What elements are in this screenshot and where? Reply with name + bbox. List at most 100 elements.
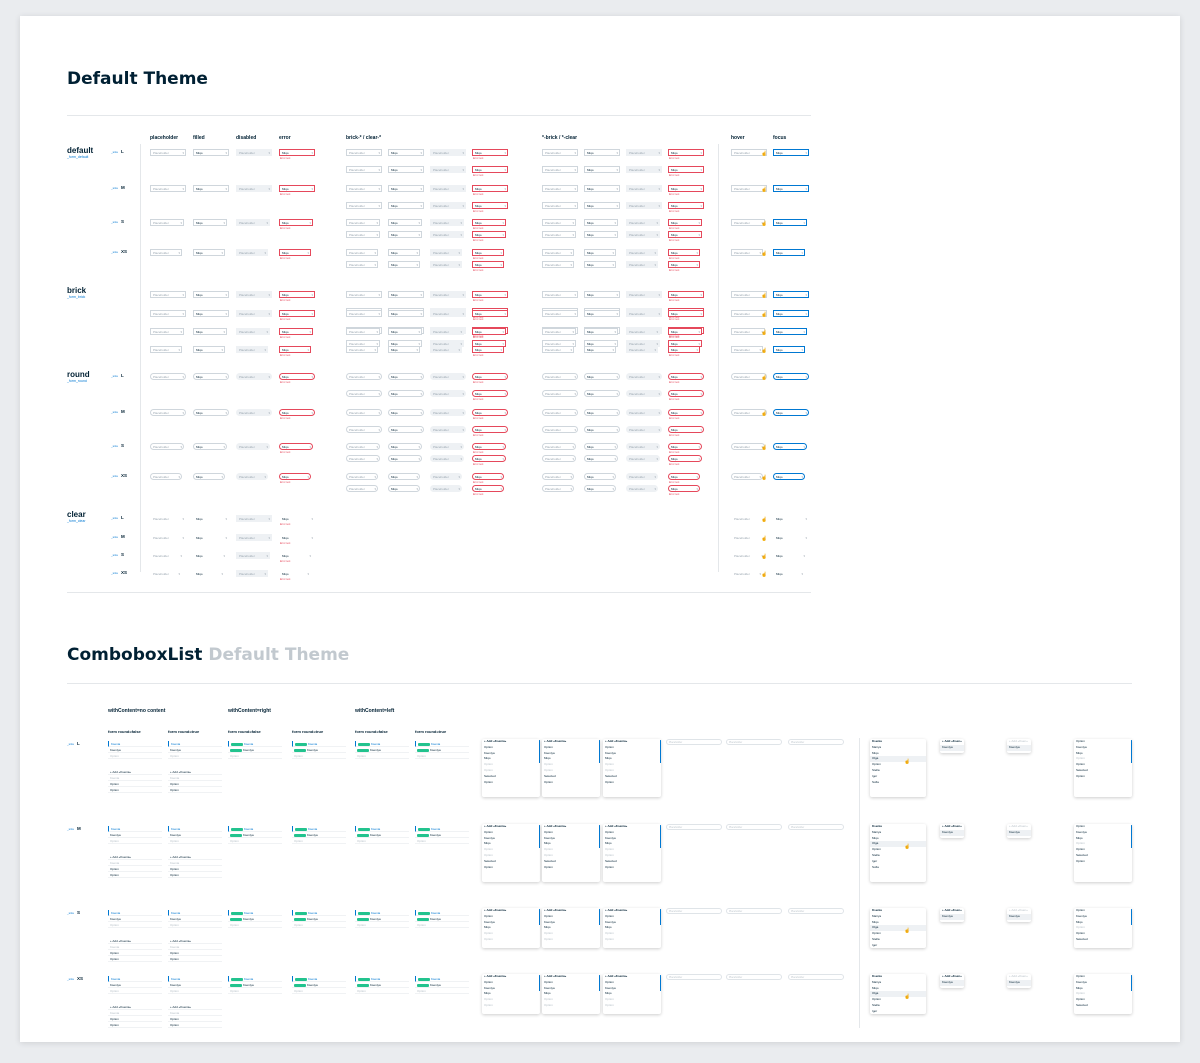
brick-filled[interactable]: Miqo <box>584 409 620 416</box>
field-hover[interactable]: Placeholder <box>731 570 763 577</box>
field-focus[interactable]: Miqo <box>773 473 805 480</box>
dropdown-item[interactable]: Option <box>1076 847 1085 852</box>
list-item[interactable]: + Add «Ksenia» <box>108 938 162 944</box>
brick-placeholder[interactable]: Placeholder <box>346 373 382 380</box>
list-item[interactable]: Ksenia <box>415 910 469 916</box>
dropdown-item[interactable]: Kseniya <box>940 979 964 986</box>
brick-placeholder[interactable]: Placeholder <box>542 202 578 209</box>
brick-placeholder[interactable]: Placeholder <box>542 390 578 397</box>
brick-filled[interactable]: Miqo <box>584 328 618 335</box>
list-item[interactable]: Option <box>228 988 282 994</box>
scrollbar[interactable] <box>598 909 600 925</box>
dropdown-item[interactable]: Option <box>544 744 553 749</box>
list-item[interactable]: Kseniya <box>292 832 346 838</box>
dropdown-add-item[interactable]: + Add «Ksenia» <box>544 739 567 743</box>
brick-error[interactable]: Miqo <box>668 202 704 209</box>
field-hover[interactable]: Placeholder <box>731 473 763 480</box>
field-placeholder[interactable]: Placeholder <box>150 570 182 577</box>
dropdown-add-item[interactable]: + Add «Ksenia» <box>484 739 507 743</box>
combobox-input-pill[interactable]: Placeholder <box>788 824 844 830</box>
dropdown-item[interactable]: Option <box>1076 991 1085 996</box>
dropdown-item[interactable]: Kseniya <box>940 829 964 836</box>
dropdown-item[interactable]: Option <box>605 829 614 834</box>
brick-error[interactable]: Miqo <box>668 409 704 416</box>
field-placeholder[interactable]: Placeholder <box>150 409 186 416</box>
field-error[interactable]: Miqo <box>279 346 311 353</box>
list-item[interactable]: Option <box>292 838 346 844</box>
dropdown-item[interactable]: Kseniya <box>605 985 616 990</box>
brick-filled[interactable]: Miqo <box>388 310 424 317</box>
list-item[interactable]: Ksenia <box>355 910 409 916</box>
brick-filled[interactable]: Miqo <box>388 373 424 380</box>
dropdown-item[interactable]: Kseniya <box>1007 744 1031 751</box>
list-item[interactable]: Option <box>108 922 162 928</box>
dropdown-item[interactable]: Kseniya <box>544 750 555 755</box>
field-filled[interactable]: Miqo <box>193 346 225 353</box>
dropdown-item[interactable]: Option <box>544 852 553 857</box>
combobox-input-pill[interactable]: Placeholder <box>726 908 782 914</box>
scrollbar[interactable] <box>1130 975 1132 991</box>
list-item[interactable]: Option <box>108 866 162 872</box>
list-item[interactable]: Ksenia <box>292 741 346 747</box>
field-hover[interactable]: Placeholder <box>731 346 763 353</box>
dropdown-item[interactable]: Sofia <box>872 779 879 784</box>
field-filled[interactable]: Miqo <box>193 185 229 192</box>
brick-error[interactable]: Miqo <box>668 219 702 226</box>
dropdown-item[interactable]: Olga <box>870 991 926 998</box>
list-item[interactable]: + Add «Ksenia» <box>168 769 222 775</box>
brick-filled[interactable]: Miqo <box>388 485 420 492</box>
list-item[interactable]: Ksenia <box>108 775 162 781</box>
brick-error[interactable]: Miqo <box>668 443 702 450</box>
list-item[interactable]: Kseniya <box>292 982 346 988</box>
dropdown-item[interactable]: Option <box>544 864 553 869</box>
list-item[interactable]: Option <box>415 838 469 844</box>
brick-placeholder[interactable]: Placeholder <box>346 346 378 353</box>
dropdown-item[interactable]: Ksenia <box>872 739 882 743</box>
dropdown-item[interactable]: Ksenia <box>872 974 882 978</box>
field-hover[interactable]: Placeholder <box>731 185 767 192</box>
dropdown-item[interactable]: Option <box>484 864 493 869</box>
brick-error[interactable]: Miqo <box>668 291 704 298</box>
list-item[interactable]: Ksenia <box>228 910 282 916</box>
field-placeholder[interactable]: Placeholder <box>150 291 186 298</box>
field-hover[interactable]: Placeholder <box>731 291 767 298</box>
brick-error[interactable]: Miqo <box>668 231 702 238</box>
dropdown-item[interactable]: Miqo <box>544 841 551 846</box>
dropdown-item[interactable]: Kseniya <box>1076 913 1087 918</box>
field-error[interactable]: Miqo <box>279 149 315 156</box>
brick-placeholder[interactable]: Placeholder <box>346 249 378 256</box>
dropdown-item[interactable]: Option <box>605 767 614 772</box>
field-placeholder[interactable]: Placeholder <box>150 443 184 450</box>
dropdown-item[interactable]: Kseniya <box>605 919 616 924</box>
dropdown-item[interactable]: Option <box>484 979 493 984</box>
brick-placeholder[interactable]: Placeholder <box>346 409 382 416</box>
list-item[interactable]: Option <box>108 956 162 962</box>
list-item[interactable]: Ksenia <box>108 976 162 982</box>
dropdown-add-item[interactable]: + Add «Ksen» <box>942 908 962 912</box>
list-item[interactable]: Option <box>168 838 222 844</box>
list-item[interactable]: Kseniya <box>168 982 222 988</box>
brick-error[interactable]: Miqo <box>668 485 700 492</box>
list-item[interactable]: Option <box>168 787 222 793</box>
dropdown-item[interactable]: Option <box>605 852 614 857</box>
field-focus[interactable]: Miqo <box>773 185 809 192</box>
list-item[interactable]: Ksenia <box>415 826 469 832</box>
brick-placeholder[interactable]: Placeholder <box>346 166 382 173</box>
brick-error[interactable]: Miqo <box>472 373 508 380</box>
combobox-input-pill[interactable]: Placeholder <box>666 739 722 745</box>
field-filled[interactable]: Miqo <box>193 515 229 522</box>
dropdown-add-item[interactable]: + Add «Ksenia» <box>544 824 567 828</box>
dropdown-item[interactable]: Kseniya <box>1007 829 1031 836</box>
dropdown-item[interactable]: Option <box>484 847 493 852</box>
list-item[interactable]: Kseniya <box>108 747 162 753</box>
dropdown-item[interactable]: Kseniya <box>484 835 495 840</box>
field-hover[interactable]: Placeholder <box>731 249 763 256</box>
list-item[interactable]: Kseniya <box>228 832 282 838</box>
brick-error[interactable]: Miqo <box>472 310 508 317</box>
field-filled[interactable]: Miqo <box>193 219 227 226</box>
brick-error[interactable]: Miqo <box>472 390 508 397</box>
brick-placeholder[interactable]: Placeholder <box>542 149 578 156</box>
brick-placeholder[interactable]: Placeholder <box>542 485 574 492</box>
field-focus[interactable]: Miqo <box>773 219 807 226</box>
brick-placeholder[interactable]: Placeholder <box>346 231 380 238</box>
